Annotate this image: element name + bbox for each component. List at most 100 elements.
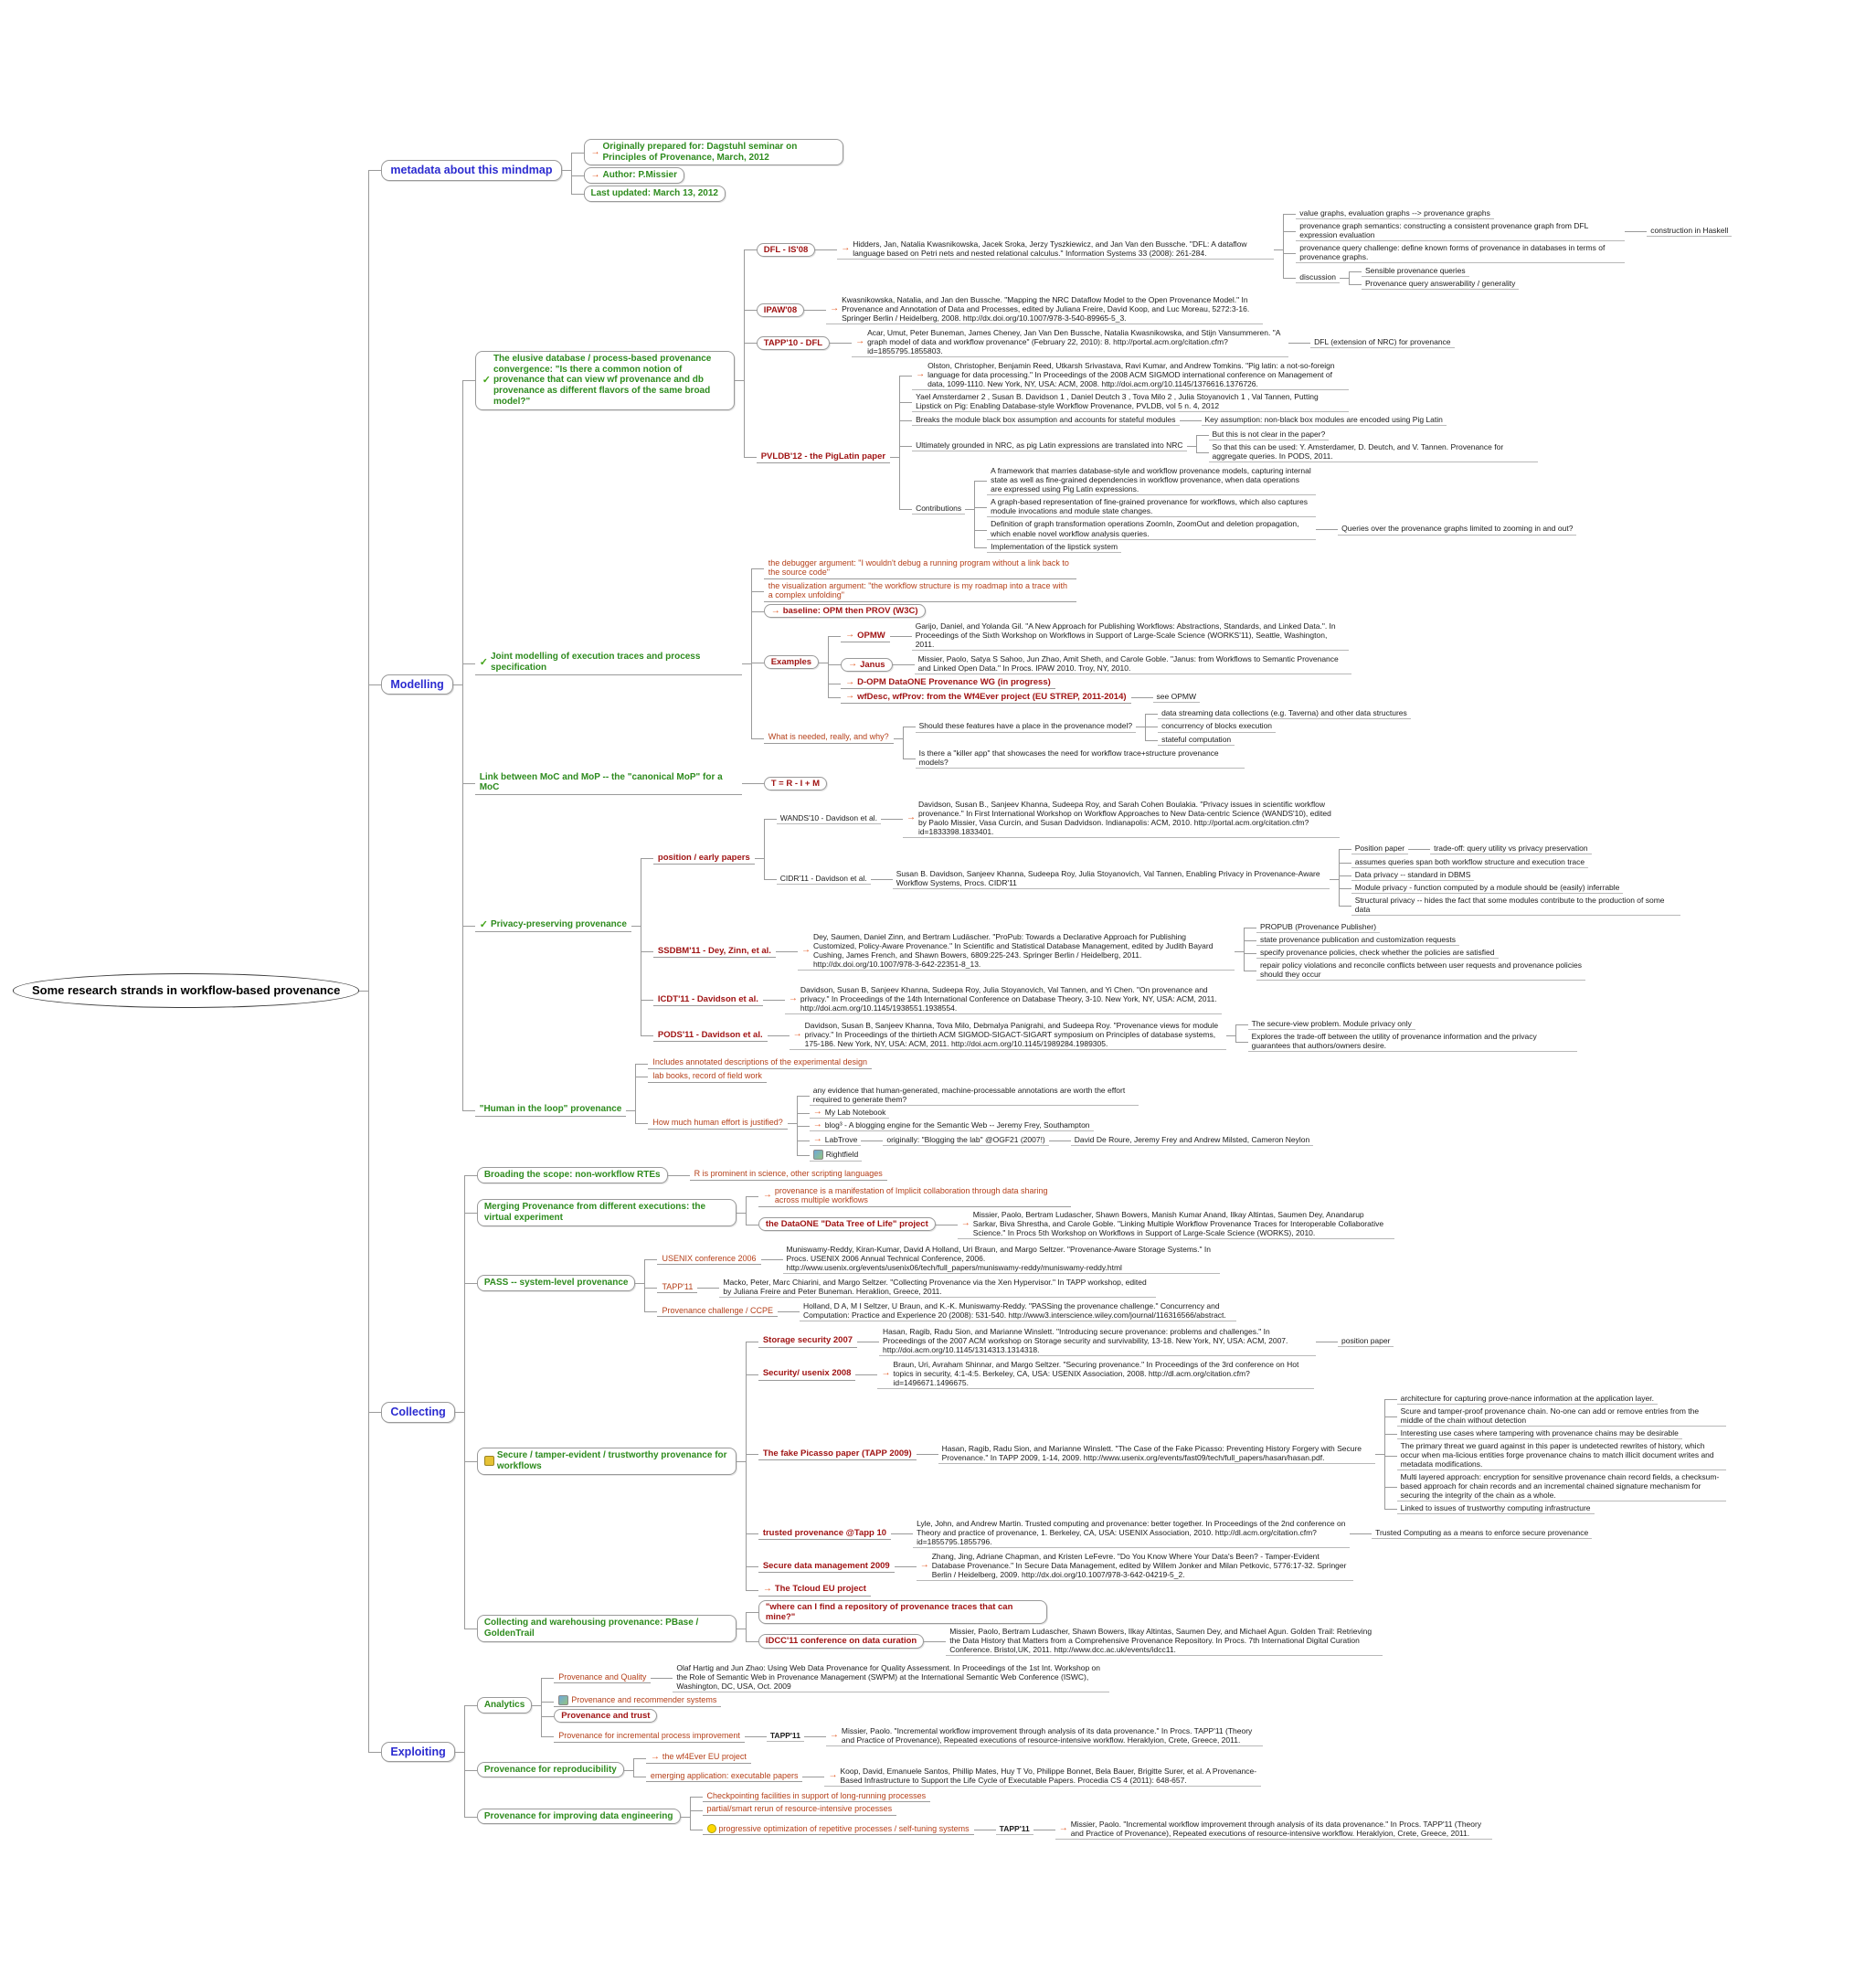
mindmap-node[interactable]: Interesting use cases where tampering wi… [1396,1428,1682,1440]
mindmap-node[interactable]: specify provenance policies, check wheth… [1256,948,1499,960]
mindmap-node[interactable]: Should these features have a place in th… [915,721,1137,733]
mindmap-node[interactable]: PODS'11 - Davidson et al. [652,1029,768,1043]
mindmap-node[interactable]: David De Roure, Jeremy Frey and Andrew M… [1070,1134,1314,1146]
mindmap-node[interactable]: Contributions [912,504,966,515]
mindmap-node[interactable]: WANDS'10 - Davidson et al. [776,813,881,825]
mindmap-node[interactable]: DFL (extension of NRC) for provenance [1310,337,1455,349]
mindmap-node[interactable]: Ultimately grounded in NRC, as pig Latin… [912,440,1187,452]
mindmap-node[interactable]: Broading the scope: non-workflow RTEs [476,1166,668,1183]
mindmap-node[interactable]: →LabTrove [809,1134,862,1146]
mindmap-node[interactable]: Is there a "killer app" that showcases t… [915,748,1245,769]
mindmap-node[interactable]: see OPMW [1152,692,1200,704]
mindmap-node[interactable]: assumes queries span both workflow struc… [1351,857,1589,869]
mindmap-node[interactable]: Lyle, John, and Andrew Martin. Trusted c… [913,1519,1351,1549]
mindmap-node[interactable]: IDCC'11 conference on data curation [758,1634,925,1649]
mindmap-node[interactable]: Hasan, Ragib, Radu Sion, and Marianne Wi… [879,1326,1317,1356]
mindmap-node[interactable]: →Janus [841,657,893,672]
mindmap-node[interactable]: Collecting [381,1401,455,1423]
mindmap-node[interactable]: CIDR'11 - Davidson et al. [776,874,871,886]
mindmap-node[interactable]: →The Tcloud EU project [758,1584,871,1597]
mindmap-node[interactable]: →Zhang, Jing, Adriane Chapman, and Krist… [916,1552,1353,1582]
mindmap-node[interactable]: discussion [1296,272,1340,284]
mindmap-node[interactable]: →My Lab Notebook [809,1107,890,1119]
mindmap-node[interactable]: TAPP'11 [657,1281,698,1294]
mindmap-node[interactable]: Missier, Paolo, Satya S Sahoo, Jun Zhao,… [914,654,1351,675]
mindmap-node[interactable]: "where can I find a repository of proven… [758,1599,1047,1624]
mindmap-node[interactable]: originally: "Blogging the lab" @OGF21 (2… [883,1134,1049,1146]
mindmap-node[interactable]: →Missier, Paolo. "Incremental workflow i… [1055,1820,1492,1841]
mindmap-node[interactable]: any evidence that human-generated, machi… [809,1085,1139,1106]
mindmap-node[interactable]: partial/smart rerun of resource-intensiv… [702,1804,897,1817]
mindmap-node[interactable]: the debugger argument: "I wouldn't debug… [763,557,1076,579]
mindmap-node[interactable]: position paper [1338,1335,1394,1347]
mindmap-node[interactable]: DFL - IS'08 [756,242,816,257]
mindmap-node[interactable]: The primary threat we guard against in t… [1396,1441,1726,1471]
mindmap-node[interactable]: TAPP'11 [995,1824,1033,1836]
mindmap-node[interactable]: R is prominent in science, other scripti… [689,1169,887,1181]
mindmap-node[interactable]: data streaming data collections (e.g. Ta… [1158,708,1411,720]
mindmap-node[interactable]: Storage security 2007 [758,1335,858,1348]
mindmap-node[interactable]: The secure-view problem. Module privacy … [1247,1019,1415,1031]
mindmap-node[interactable]: ICDT'11 - Davidson et al. [652,993,763,1006]
mindmap-node[interactable]: trusted provenance @Tapp 10 [758,1527,892,1540]
mindmap-node[interactable]: progressive optimization of repetitive p… [702,1823,974,1836]
mindmap-node[interactable]: Hasan, Ragib, Radu Sion, and Marianne Wi… [938,1444,1375,1465]
mindmap-node[interactable]: IPAW'08 [756,302,805,317]
mindmap-node[interactable]: →Author: P.Missier [583,167,684,185]
mindmap-node[interactable]: SSDBM'11 - Dey, Zinn, et al. [652,945,776,958]
mindmap-node[interactable]: Provenance for improving data engineerin… [476,1808,681,1825]
mindmap-node[interactable]: construction in Haskell [1647,226,1733,238]
mindmap-node[interactable]: A framework that marries database-style … [987,466,1317,496]
mindmap-node[interactable]: lab books, record of field work [648,1071,767,1083]
mindmap-node[interactable]: →provenance is a manifestation of Implic… [758,1185,1071,1207]
mindmap-node[interactable]: Collecting and warehousing provenance: P… [476,1614,737,1642]
mindmap-node[interactable]: Queries over the provenance graphs limit… [1338,524,1577,536]
mindmap-node[interactable]: →Davidson, Susan B., Sanjeev Khanna, Sud… [902,800,1340,839]
mindmap-node[interactable]: The fake Picasso paper (TAPP 2009) [758,1448,917,1460]
mindmap-node[interactable]: Secure data management 2009 [758,1560,895,1573]
mindmap-node[interactable]: Some research strands in workflow-based … [13,973,360,1008]
mindmap-node[interactable]: Data privacy -- standard in DBMS [1351,870,1475,882]
mindmap-node[interactable]: →Koop, David, Emanuele Santos, Phillip M… [824,1766,1262,1787]
mindmap-node[interactable]: Provenance and trust [554,1709,658,1724]
mindmap-node[interactable]: Rightfield [809,1149,863,1162]
mindmap-node[interactable]: Security/ usenix 2008 [758,1368,856,1381]
mindmap-node[interactable]: →Davidson, Susan B, Sanjeev Khanna, Sude… [784,985,1222,1015]
mindmap-node[interactable]: →blog³ - A blogging engine for the Seman… [809,1119,1094,1131]
mindmap-node[interactable]: Garijo, Daniel, and Yolanda Gil. "A New … [911,621,1349,652]
mindmap-node[interactable]: →wfDesc, wfProv: from the Wf4Ever projec… [841,691,1131,705]
mindmap-node[interactable]: →Acar, Umut, Peter Buneman, James Cheney… [852,328,1289,358]
mindmap-node[interactable]: Merging Provenance from different execut… [476,1199,737,1226]
mindmap-node[interactable]: Includes annotated descriptions of the e… [648,1057,872,1070]
mindmap-node[interactable]: provenance graph semantics: constructing… [1296,221,1626,242]
mindmap-node[interactable]: TAPP'11 [766,1731,804,1743]
mindmap-node[interactable]: Provenance for incremental process impro… [554,1730,745,1743]
mindmap-node[interactable]: Holland, D A, M I Seltzer, U Braun, and … [800,1300,1237,1321]
mindmap-node[interactable]: →Missier, Paolo. "Incremental workflow i… [825,1726,1263,1747]
mindmap-node[interactable]: How much human effort is justified? [648,1117,788,1130]
mindmap-node[interactable]: So that this can be used: Y. Amsterdamer… [1208,442,1538,463]
mindmap-node[interactable]: Position paper [1351,843,1409,855]
mindmap-node[interactable]: Definition of graph transformation opera… [987,519,1317,540]
mindmap-node[interactable]: Scure and tamper-proof provenance chain.… [1396,1406,1726,1427]
mindmap-node[interactable]: Breaks the module black box assumption a… [912,415,1180,427]
mindmap-node[interactable]: Susan B. Davidson, Sanjeev Khanna, Sudee… [892,869,1330,890]
mindmap-node[interactable]: →the wf4Ever EU project [645,1752,751,1764]
mindmap-node[interactable]: Last updated: March 13, 2012 [583,186,726,203]
mindmap-node[interactable]: →Dey, Saumen, Daniel Zinn, and Bertram L… [797,932,1235,971]
mindmap-node[interactable]: metadata about this mindmap [381,160,562,181]
mindmap-node[interactable]: Provenance for reproducibility [476,1761,624,1778]
mindmap-node[interactable]: provenance query challenge: define known… [1296,243,1626,264]
mindmap-node[interactable]: →D-OPM DataONE Provenance WG (in progres… [841,677,1055,690]
mindmap-node[interactable]: the visualization argument: "the workflo… [763,580,1076,602]
mindmap-node[interactable]: repair policy violations and reconcile c… [1256,960,1585,981]
mindmap-node[interactable]: architecture for capturing prove-nance i… [1396,1394,1658,1406]
mindmap-node[interactable]: Link between MoC and MoP -- the "canonic… [474,771,742,796]
mindmap-node[interactable]: "Human in the loop" provenance [474,1103,627,1117]
mindmap-node[interactable]: Analytics [476,1697,533,1713]
mindmap-node[interactable]: Multi layered approach: encryption for s… [1396,1472,1726,1502]
mindmap-node[interactable]: ✓Joint modelling of execution traces and… [474,652,742,675]
mindmap-node[interactable]: →Olston, Christopher, Benjamin Reed, Utk… [912,361,1350,391]
mindmap-node[interactable]: →Originally prepared for: Dagstuhl semin… [583,138,843,166]
mindmap-node[interactable]: Missier, Paolo, Bertram Ludascher, Shawn… [946,1626,1383,1656]
